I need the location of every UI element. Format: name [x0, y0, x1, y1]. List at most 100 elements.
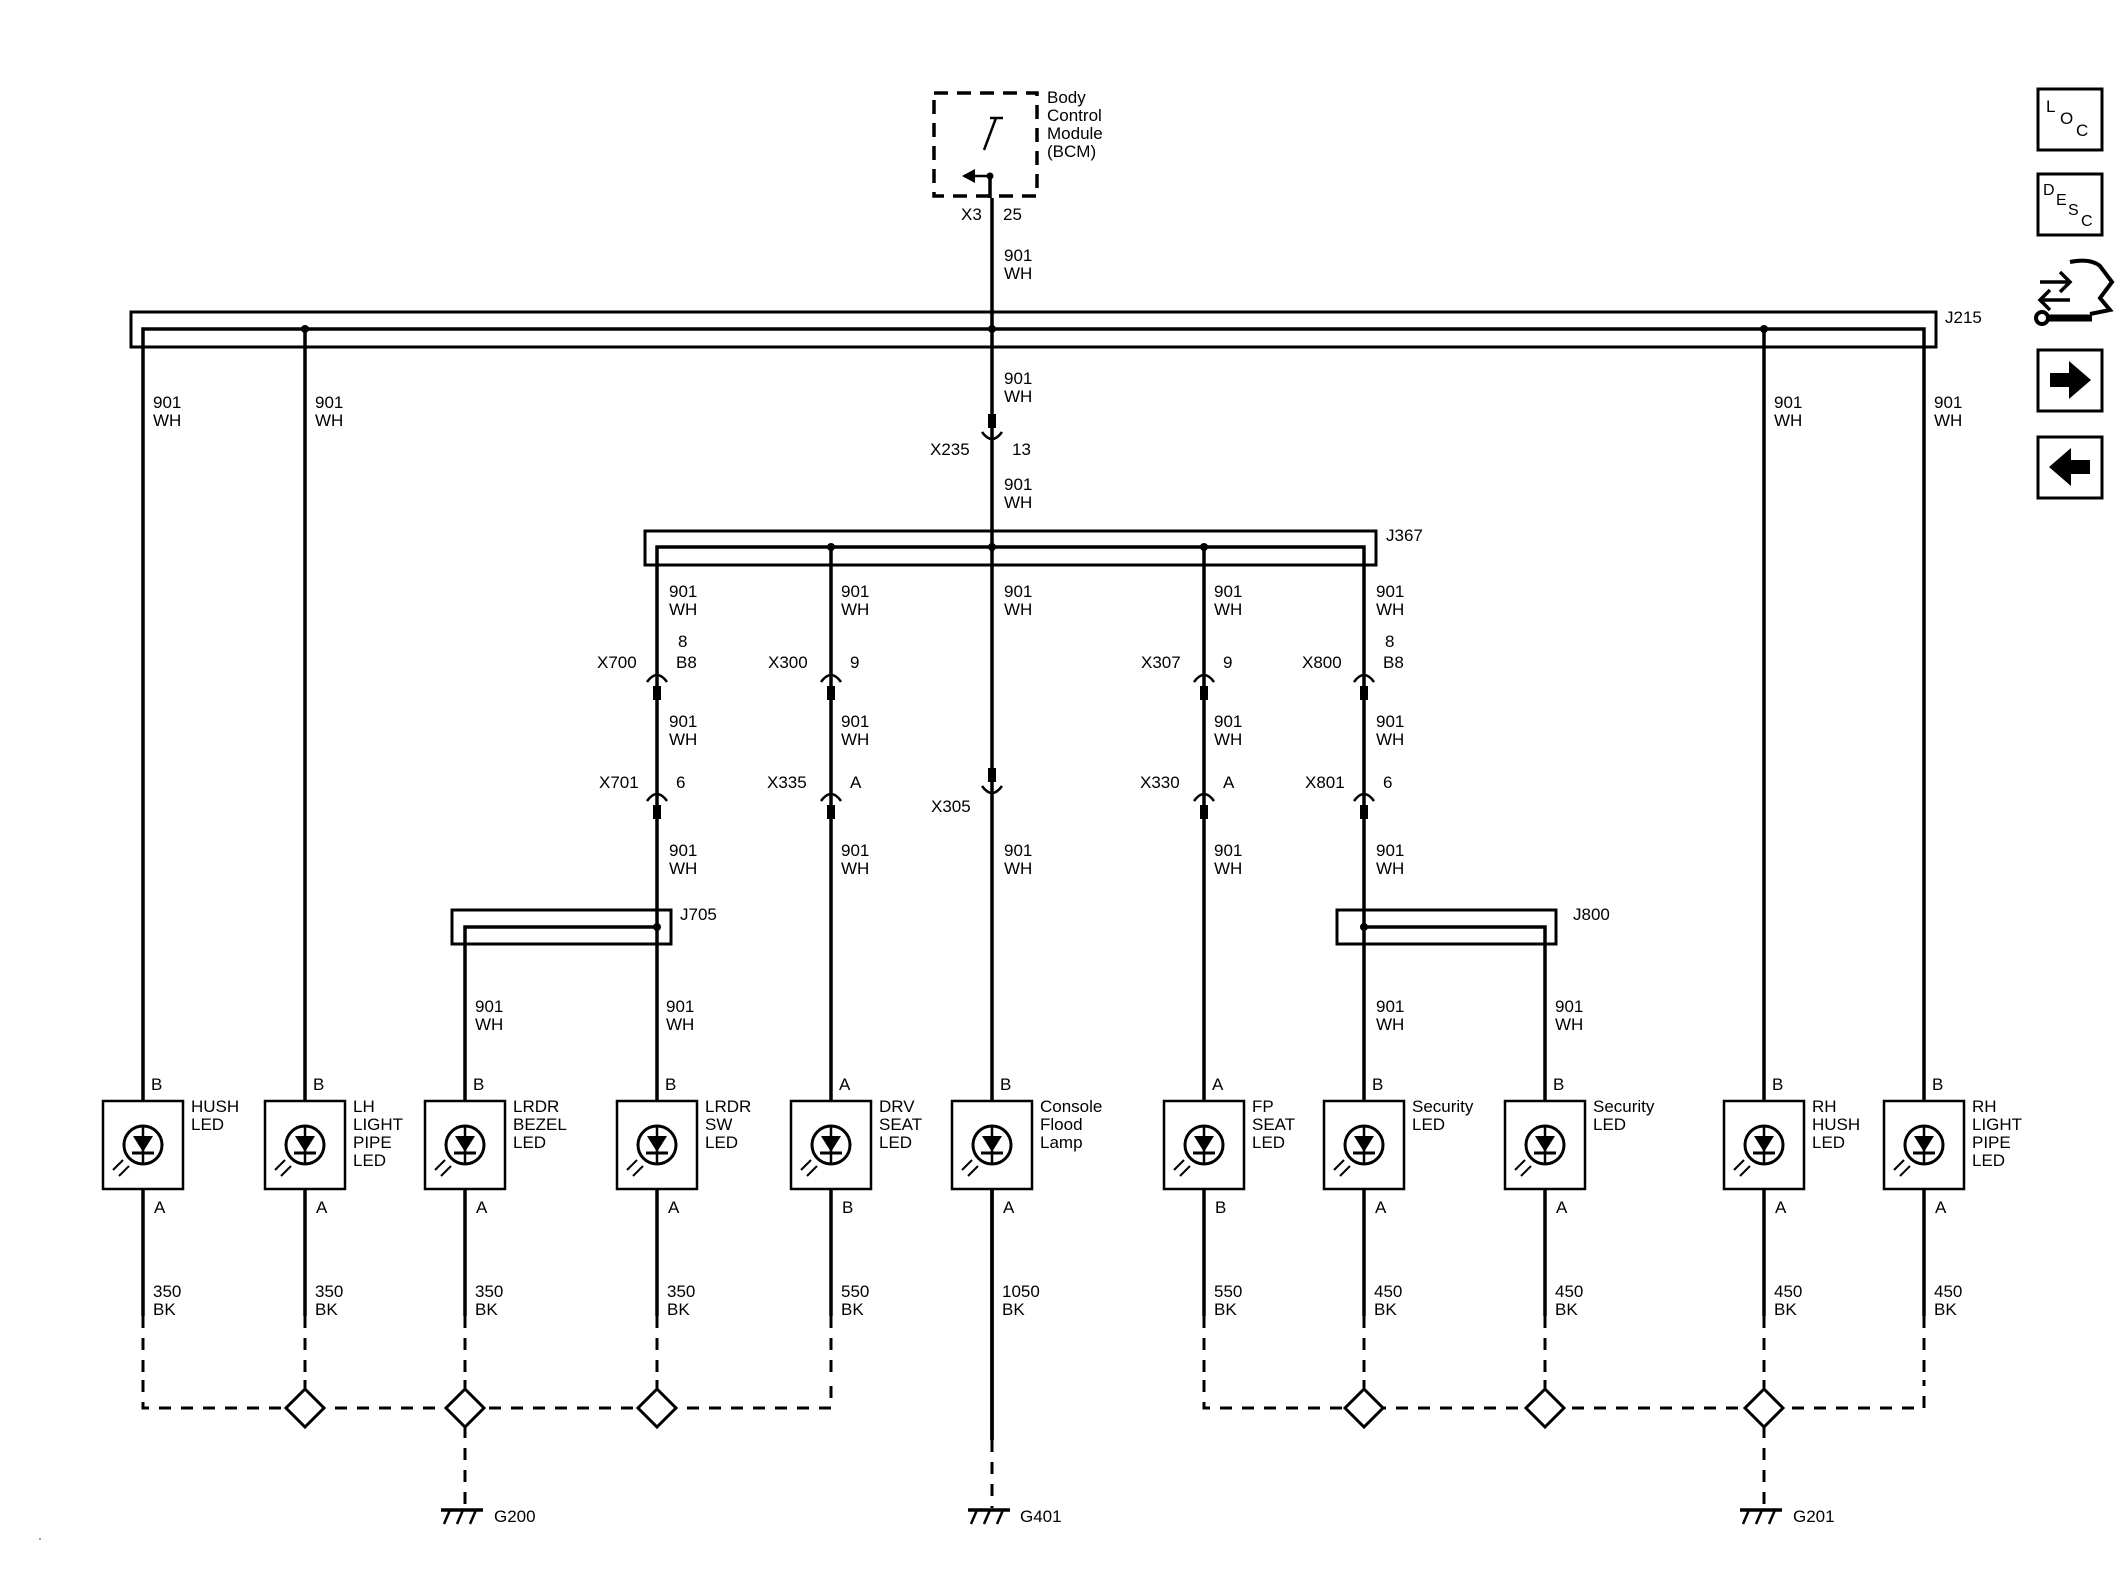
arrow-left-icon[interactable]	[2036, 435, 2104, 500]
connector-x305-label: X305	[931, 797, 971, 816]
wire-label-circuit: 901	[1376, 712, 1404, 731]
led-icon-diode	[1354, 1136, 1374, 1152]
led-emission-icon	[632, 1165, 644, 1177]
wire-label-circuit: 901	[1214, 712, 1242, 731]
corner-mark: ·	[38, 1531, 42, 1545]
led-emission-icon	[961, 1159, 973, 1171]
wire-label-circuit: 901	[841, 582, 869, 601]
led-name-line: Flood	[1040, 1115, 1083, 1134]
arrow-right-icon[interactable]	[2036, 348, 2104, 413]
led-emission-icon	[112, 1159, 124, 1171]
led-name-line: HUSH	[191, 1097, 239, 1116]
led-ground-circuit: 550	[841, 1282, 869, 1301]
wire-label-color: WH	[669, 600, 697, 619]
led-ground-color: BK	[667, 1300, 690, 1319]
wire-label-circuit: 901	[315, 393, 343, 412]
desc-button[interactable]: D E S C	[2036, 172, 2104, 237]
body-control-module[interactable]: Body Control Module (BCM) X3 25	[932, 88, 1103, 224]
led-icon-diode	[647, 1136, 667, 1152]
ground-g200-label: G200	[494, 1507, 536, 1526]
connector-x800[interactable]: X800 8 B8	[1302, 632, 1404, 700]
led-ground-color: BK	[1374, 1300, 1397, 1319]
loc-letter-c: C	[2076, 121, 2088, 140]
wire-label-circuit: 901	[1004, 369, 1032, 388]
led-bottom-pin: A	[1556, 1198, 1568, 1217]
led-ground-color: BK	[1002, 1300, 1025, 1319]
led-emission-icon	[1339, 1165, 1351, 1177]
led-bottom-pin: B	[842, 1198, 853, 1217]
led-name-line: Console	[1040, 1097, 1102, 1116]
schematic-connector-icon[interactable]	[2034, 258, 2115, 326]
led-ground-color: BK	[1214, 1300, 1237, 1319]
led-emission-icon	[1899, 1165, 1911, 1177]
led-ground-color: BK	[1555, 1300, 1578, 1319]
led-name-line: LED	[879, 1133, 912, 1152]
wire-label-color: WH	[1555, 1015, 1583, 1034]
led-name-line: LED	[1972, 1151, 2005, 1170]
led-bottom-pin: A	[316, 1198, 328, 1217]
connector-x801[interactable]: X801 6	[1305, 773, 1392, 819]
bcm-label-line3: Module	[1047, 124, 1103, 143]
connector-x307[interactable]: X307 9	[1141, 653, 1232, 700]
led-ground-circuit: 450	[1934, 1282, 1962, 1301]
led-ground-circuit: 350	[153, 1282, 181, 1301]
led-emission-icon	[274, 1159, 286, 1171]
led-ground-circuit: 450	[1374, 1282, 1402, 1301]
led-icon-diode	[295, 1136, 315, 1152]
led-bottom-pin: A	[1003, 1198, 1015, 1217]
led-name-line: Lamp	[1040, 1133, 1083, 1152]
led-top-pin: B	[1772, 1075, 1783, 1094]
led-bottom-pin: B	[1215, 1198, 1226, 1217]
led-top-pin: B	[665, 1075, 676, 1094]
led-emission-icon	[280, 1165, 292, 1177]
wire-label-color: WH	[1934, 411, 1962, 430]
connector-x701-label: X701	[599, 773, 639, 792]
connector-x235[interactable]: X235 13	[930, 414, 1031, 459]
connector-x700[interactable]: X700 8 B8	[597, 632, 697, 700]
connector-x701[interactable]: X701 6	[599, 773, 685, 819]
connector-x700-pin-b: B8	[676, 653, 697, 672]
wire-label-color: WH	[1004, 859, 1032, 878]
wire-label-circuit: 901	[841, 841, 869, 860]
ground-g201-label: G201	[1793, 1507, 1835, 1526]
connector-x300[interactable]: X300 9	[768, 653, 859, 700]
led-emission-icon	[118, 1165, 130, 1177]
connector-x330[interactable]: X330 A	[1140, 773, 1235, 819]
wire-label-color: WH	[1004, 387, 1032, 406]
led-icon-diode	[1535, 1136, 1555, 1152]
loc-letter-o: O	[2060, 109, 2073, 128]
wire-label-color: WH	[666, 1015, 694, 1034]
led-bottom-pin: A	[668, 1198, 680, 1217]
bcm-label-line1: Body	[1047, 88, 1086, 107]
ground-g401: G401	[968, 1507, 1062, 1526]
led-name-line: Security	[1412, 1097, 1474, 1116]
desc-letter-e: E	[2056, 192, 2067, 209]
splice-j705: J705	[450, 905, 717, 1102]
connector-x335[interactable]: X335 A	[767, 773, 862, 819]
loc-button[interactable]: L O C	[2036, 87, 2104, 152]
wire-label-color: WH	[475, 1015, 503, 1034]
led-top-pin: B	[1372, 1075, 1383, 1094]
desc-letter-d: D	[2043, 182, 2055, 199]
bcm-connector-label: X3	[961, 205, 982, 224]
wire-label-color: WH	[1214, 859, 1242, 878]
led-name-line: LIGHT	[353, 1115, 403, 1134]
ground-g200: G200	[441, 1507, 536, 1526]
splice-j215: J215	[129, 308, 1982, 349]
connector-x305[interactable]: X305	[931, 768, 1004, 816]
led-top-pin: B	[473, 1075, 484, 1094]
splice-j800-label: J800	[1573, 905, 1610, 924]
led-ground-color: BK	[1934, 1300, 1957, 1319]
led-name-line: HUSH	[1812, 1115, 1860, 1134]
